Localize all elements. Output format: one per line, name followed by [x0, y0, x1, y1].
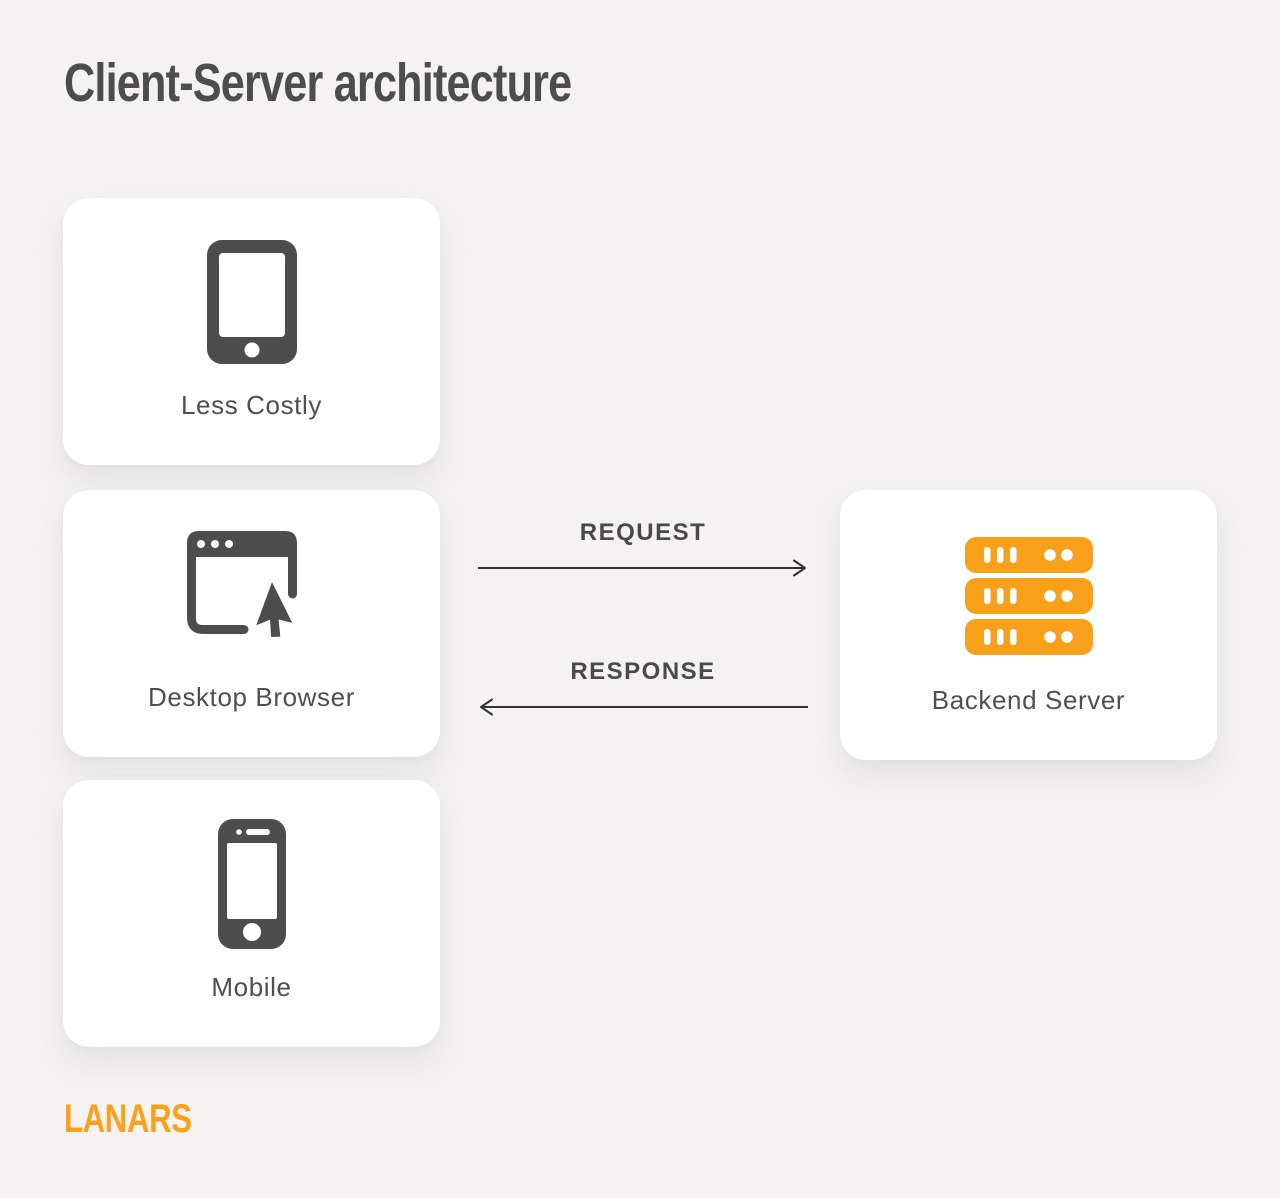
card-label: Desktop Browser: [148, 682, 355, 712]
response-label: RESPONSE: [570, 658, 716, 685]
response-arrow: [480, 698, 808, 716]
request-label: REQUEST: [579, 519, 707, 546]
request-arrow: [478, 559, 806, 577]
card-less-costly: Less Costly: [63, 198, 440, 465]
page-title: Client-Server architecture: [64, 53, 572, 113]
card-label: Backend Server: [931, 685, 1126, 715]
card-desktop-browser: Desktop Browser: [63, 490, 440, 757]
browser-cursor-icon: [63, 528, 440, 660]
card-mobile: Mobile: [63, 780, 440, 1047]
card-label: Less Costly: [181, 390, 322, 420]
smartphone-icon: [63, 818, 440, 950]
lanars-logo: LANARS: [64, 1097, 192, 1141]
card-label: Mobile: [211, 972, 292, 1002]
card-backend-server: Backend Server: [840, 490, 1217, 760]
tablet-icon: [63, 236, 440, 368]
server-stack-icon: [840, 530, 1217, 662]
